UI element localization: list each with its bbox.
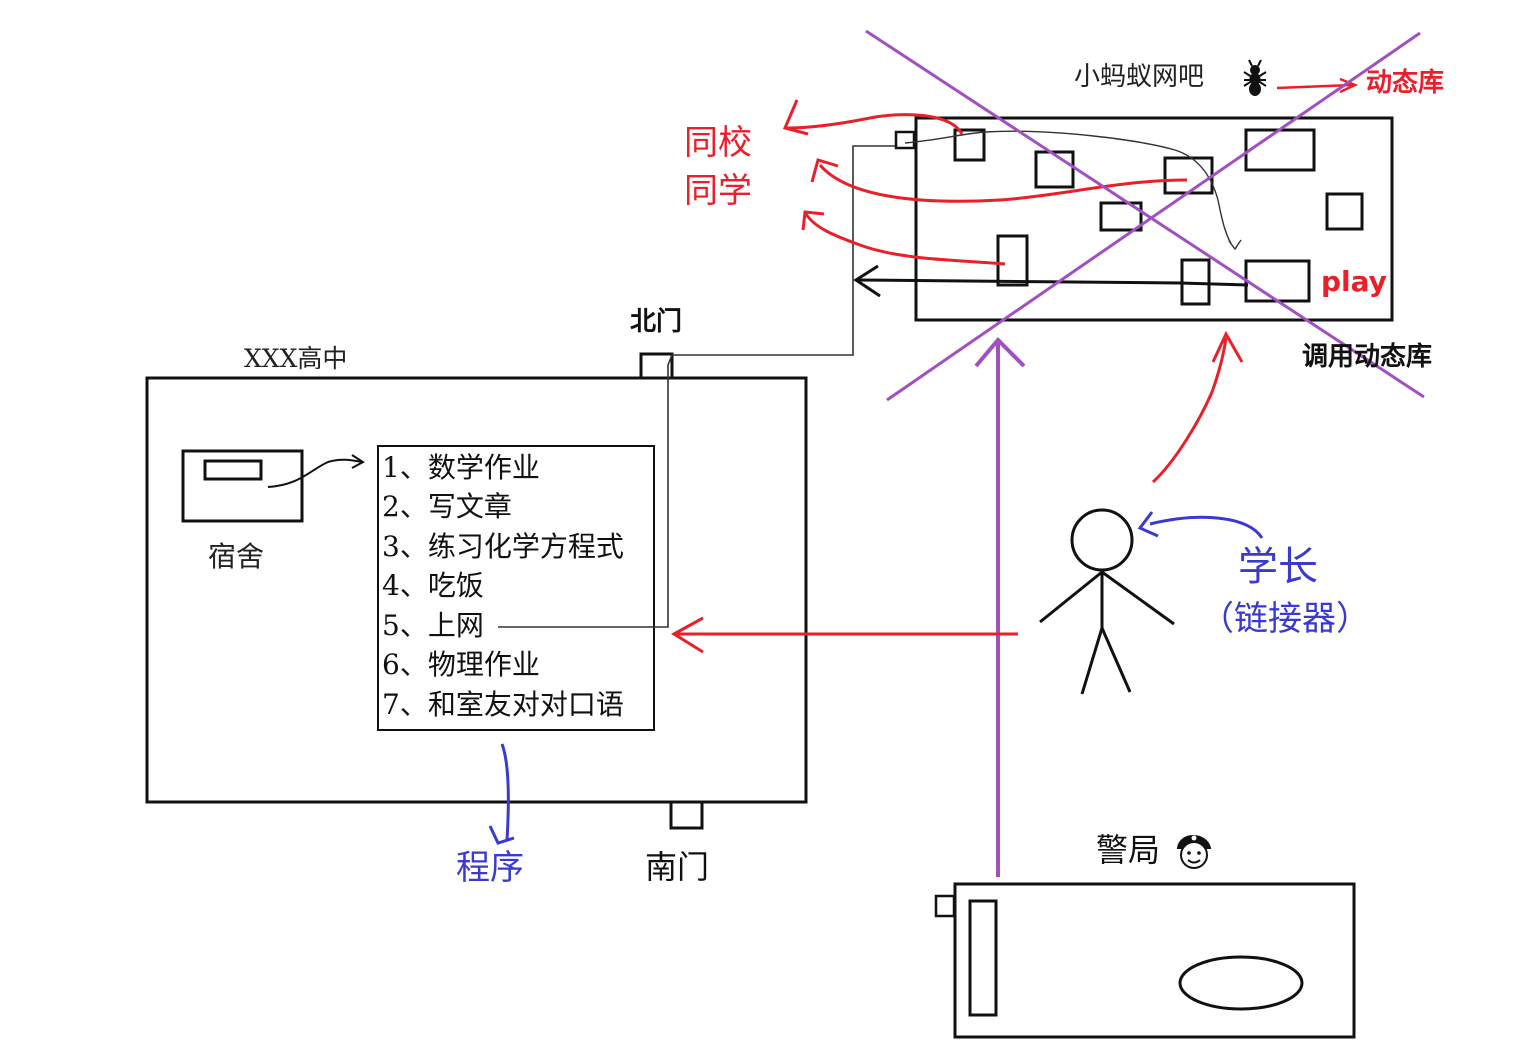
task-item: 2、写文章 [382, 490, 512, 523]
pc-7 [996, 234, 1029, 287]
pc-1 [953, 128, 986, 162]
classmate-arrow-2 [818, 164, 1188, 203]
task-item: 6、物理作业 [382, 648, 540, 681]
ant-to-lib-arrow [1276, 83, 1353, 90]
cross-line-1 [865, 29, 1425, 399]
program-arrow [500, 743, 510, 841]
senior-label-arrow [1149, 515, 1264, 539]
internet-route-line [498, 145, 896, 628]
task-list-box [377, 445, 655, 731]
cross-line-2 [886, 31, 1421, 402]
police-door [934, 894, 956, 918]
play-label: play [1321, 265, 1387, 298]
north-gate-label: 北门 [630, 307, 683, 337]
task-item: 7、和室友对对口语 [382, 688, 624, 721]
senior-to-lib-arrow [1151, 337, 1228, 484]
school-title: XXX高中 [244, 344, 348, 373]
wander-path [904, 130, 1242, 251]
classmates-label-line1: 同校 [684, 123, 752, 163]
pc-3 [1163, 156, 1214, 195]
call-dynamic-lib-label: 调用动态库 [1302, 342, 1433, 372]
netcafe-building [914, 116, 1394, 322]
task-item: 4、吃饭 [382, 569, 484, 602]
task-item: 3、练习化学方程式 [382, 530, 624, 563]
classmate-arrow-3 [804, 213, 1006, 266]
police-title: 警局 [1096, 831, 1161, 869]
dorm-box [181, 449, 304, 523]
program-label: 程序 [456, 848, 524, 888]
senior-label: 学长 [1238, 544, 1318, 590]
police-table [1178, 955, 1304, 1011]
dorm-window [203, 459, 263, 481]
play-exit-arrow [857, 278, 1249, 287]
linker-label: （链接器） [1200, 599, 1370, 639]
netcafe-door [894, 130, 916, 150]
classmates-label-line2: 同学 [684, 171, 752, 211]
task-item: 1、数学作业 [382, 451, 540, 484]
police-building [953, 882, 1356, 1039]
task-item: 5、上网 [382, 609, 484, 642]
classmate-arrow-1 [786, 113, 964, 135]
school-building [145, 376, 808, 804]
north-gate [639, 352, 674, 380]
pc-2 [1034, 150, 1075, 189]
pc-9 [1244, 259, 1311, 303]
pc-5 [1099, 201, 1143, 232]
netcafe-title: 小蚂蚁网吧 [1074, 62, 1205, 92]
dorm-label: 宿舍 [208, 540, 265, 573]
stick-figure-icon [1039, 508, 1175, 695]
police-bench [968, 899, 998, 1017]
pc-6 [1325, 192, 1364, 231]
pc-4 [1244, 128, 1316, 172]
dynamic-lib-label: 动态库 [1366, 68, 1445, 98]
ant-icon [1243, 59, 1267, 96]
south-gate [669, 800, 704, 830]
south-gate-label: 南门 [645, 848, 710, 886]
police-icon [1176, 835, 1212, 869]
dorm-to-list-arrow [267, 458, 363, 488]
